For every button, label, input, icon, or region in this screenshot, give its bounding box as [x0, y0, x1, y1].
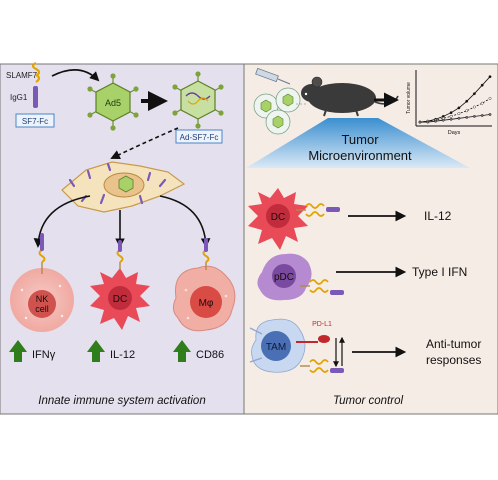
antitumor-output-line2: responses — [426, 353, 481, 367]
tme-band — [246, 118, 470, 168]
sf7fc-box — [15, 113, 55, 128]
dc-label: DC — [113, 294, 127, 305]
data-point — [480, 83, 484, 87]
tumor-cells-icon — [253, 87, 301, 135]
data-point — [465, 116, 469, 119]
data-point — [488, 75, 492, 79]
sf7fc-binding-icon — [296, 203, 340, 217]
data-point — [457, 116, 461, 120]
nk-cell-label: cell — [35, 304, 49, 314]
macrophage-icon — [172, 238, 236, 332]
data-point — [418, 120, 422, 124]
dendritic-cell-icon — [90, 240, 150, 330]
data-point — [449, 115, 453, 118]
data-point — [488, 97, 492, 100]
left-panel-caption: Innate immune system activation — [38, 395, 205, 407]
ad-sf7fc-box — [175, 129, 223, 144]
igg1-label: IgG1 — [10, 93, 28, 102]
data-point — [457, 106, 461, 110]
data-point — [441, 118, 445, 122]
tumor-dc-label: DC — [271, 212, 285, 223]
nk-cell-icon — [10, 233, 74, 332]
tam-label: TAM — [266, 342, 286, 353]
ad-sf7fc-virus-icon — [172, 71, 224, 129]
data-point — [434, 119, 437, 123]
data-point — [465, 109, 469, 113]
infection-arrow — [110, 127, 179, 160]
up-arrow-icon — [9, 340, 27, 362]
equilibrium-arrows-icon — [333, 336, 345, 368]
data-point — [472, 115, 476, 118]
data-point — [465, 99, 469, 103]
right-panel-caption: Tumor control — [333, 395, 404, 407]
data-point — [480, 114, 484, 117]
pdl1-label: PD-L1 — [312, 321, 332, 328]
ad-sf7fc-label: Ad-SF7-Fc — [180, 133, 219, 142]
tumor-volume-chart — [415, 70, 492, 127]
igg1-fc-icon — [33, 86, 38, 108]
nk-label: NK — [36, 294, 49, 304]
chart-xlabel: Days — [448, 130, 461, 136]
data-point — [472, 92, 476, 96]
data-point — [426, 120, 430, 124]
series-line-1 — [419, 98, 491, 123]
up-arrow-icon — [87, 340, 105, 362]
tme-title-line1: Tumor — [341, 132, 379, 147]
infected-tumor-cell-icon — [61, 161, 186, 213]
il12-readout: IL-12 — [110, 349, 135, 361]
syringe-icon — [255, 67, 291, 85]
series-line-2 — [420, 114, 491, 123]
pdl1-icon — [296, 335, 330, 343]
data-point — [480, 101, 484, 105]
sf7fc-binding-icon — [300, 279, 344, 295]
pdc-icon — [257, 253, 312, 301]
tme-title-line2: Microenvironment — [308, 148, 412, 163]
slamf7-domain-icon — [31, 62, 41, 83]
ad5-label: Ad5 — [105, 98, 121, 108]
arrow-to-nk — [33, 195, 91, 248]
ifng-readout: IFNγ — [32, 349, 56, 361]
ad5-virus-icon — [87, 73, 139, 131]
antitumor-output-line1: Anti-tumor — [426, 337, 481, 351]
sf7fc-label: SF7-Fc — [22, 117, 48, 126]
data-point — [449, 117, 453, 121]
sf7fc-binding-icon — [300, 359, 344, 373]
up-arrow-icon — [173, 340, 191, 362]
type1-ifn-output: Type I IFN — [412, 265, 467, 279]
tam-icon — [249, 318, 306, 373]
insert-arrow — [51, 69, 100, 82]
tumor-dc-icon — [248, 188, 308, 250]
pdc-label: pDC — [274, 272, 294, 283]
series-line-0 — [419, 76, 491, 123]
data-point — [472, 105, 476, 109]
cd86-readout: CD86 — [196, 349, 224, 361]
macrophage-label: Mφ — [199, 298, 214, 309]
data-point — [449, 111, 453, 115]
chart-ylabel: Tumor volume — [406, 82, 412, 114]
data-point — [488, 113, 492, 116]
slamf7-label: SLAMF7 — [6, 71, 38, 80]
data-point — [457, 112, 461, 116]
mouse-icon — [301, 76, 399, 117]
il12-output: IL-12 — [424, 209, 452, 223]
